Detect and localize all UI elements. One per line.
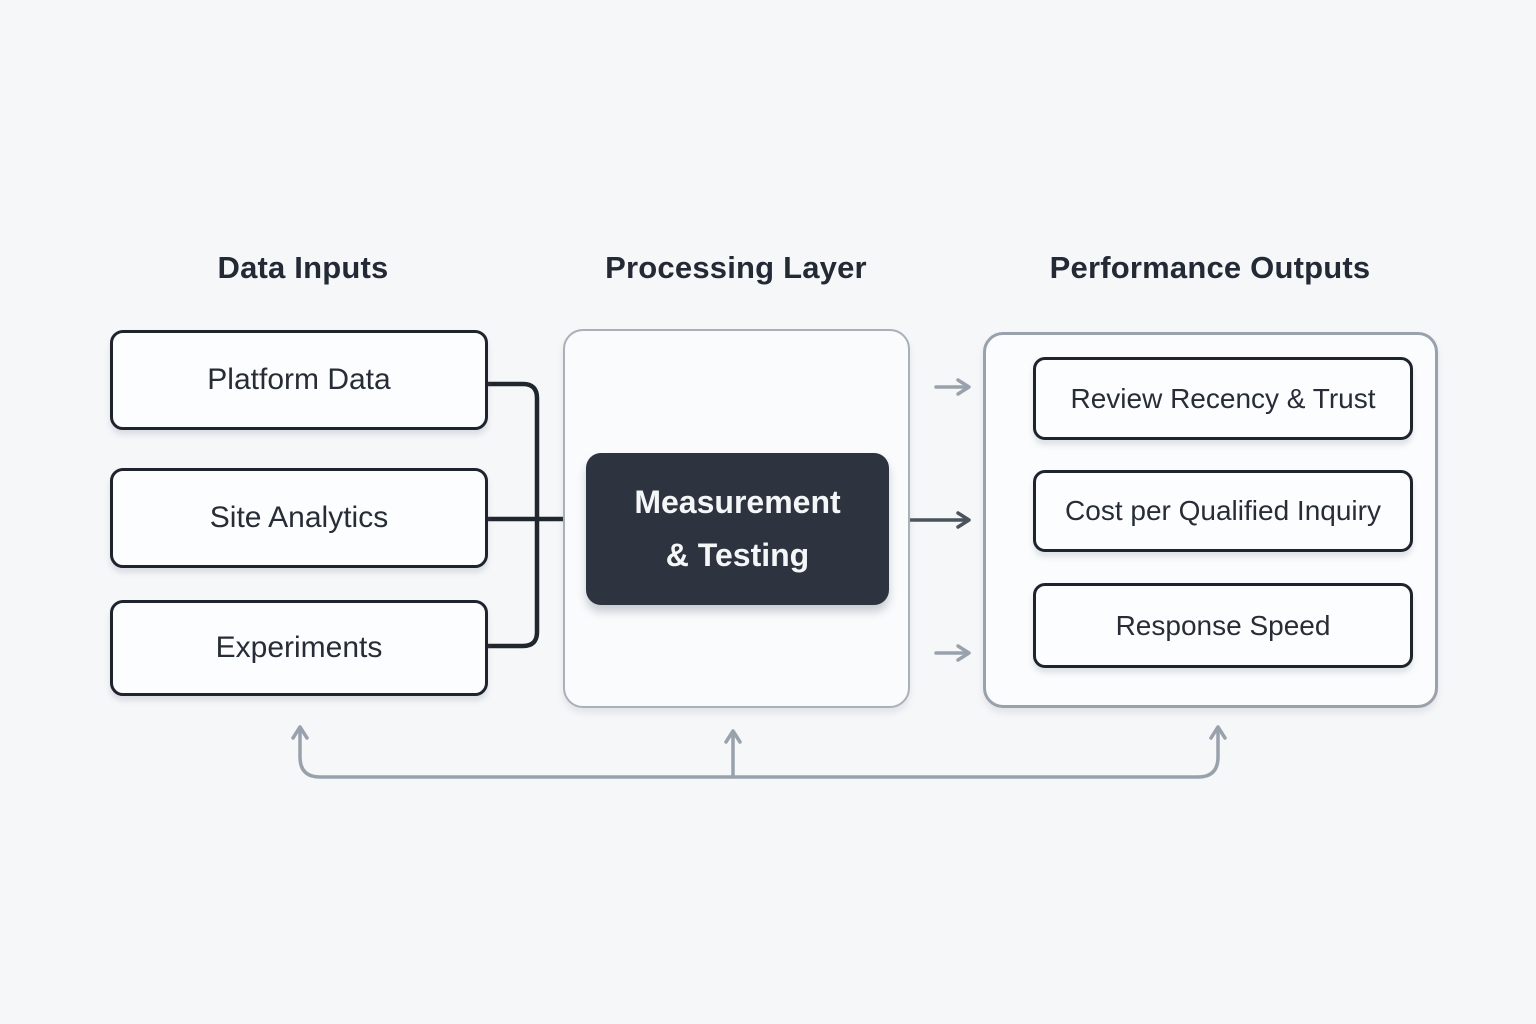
column-header-performance-outputs: Performance Outputs [1049,250,1371,285]
column-header-processing-layer: Processing Layer [605,250,867,285]
input-box-experiments: Experiments [110,600,488,696]
output-box-cost-per-qualified-inquiry: Cost per Qualified Inquiry [1033,470,1413,552]
feedback-loop-connector [291,725,1227,779]
processing-box-measurement-testing: Measurement & Testing [586,453,889,605]
column-header-data-inputs: Data Inputs [217,250,389,285]
processing-box-label-line1: Measurement [634,484,841,520]
processing-box-label-line2: & Testing [665,537,810,573]
output-box-review-recency-trust: Review Recency & Trust [1033,357,1413,440]
input-box-site-analytics: Site Analytics [110,468,488,568]
input-box-platform-data: Platform Data [110,330,488,430]
output-box-response-speed: Response Speed [1033,583,1413,668]
inputs-merge-connector [485,381,540,649]
